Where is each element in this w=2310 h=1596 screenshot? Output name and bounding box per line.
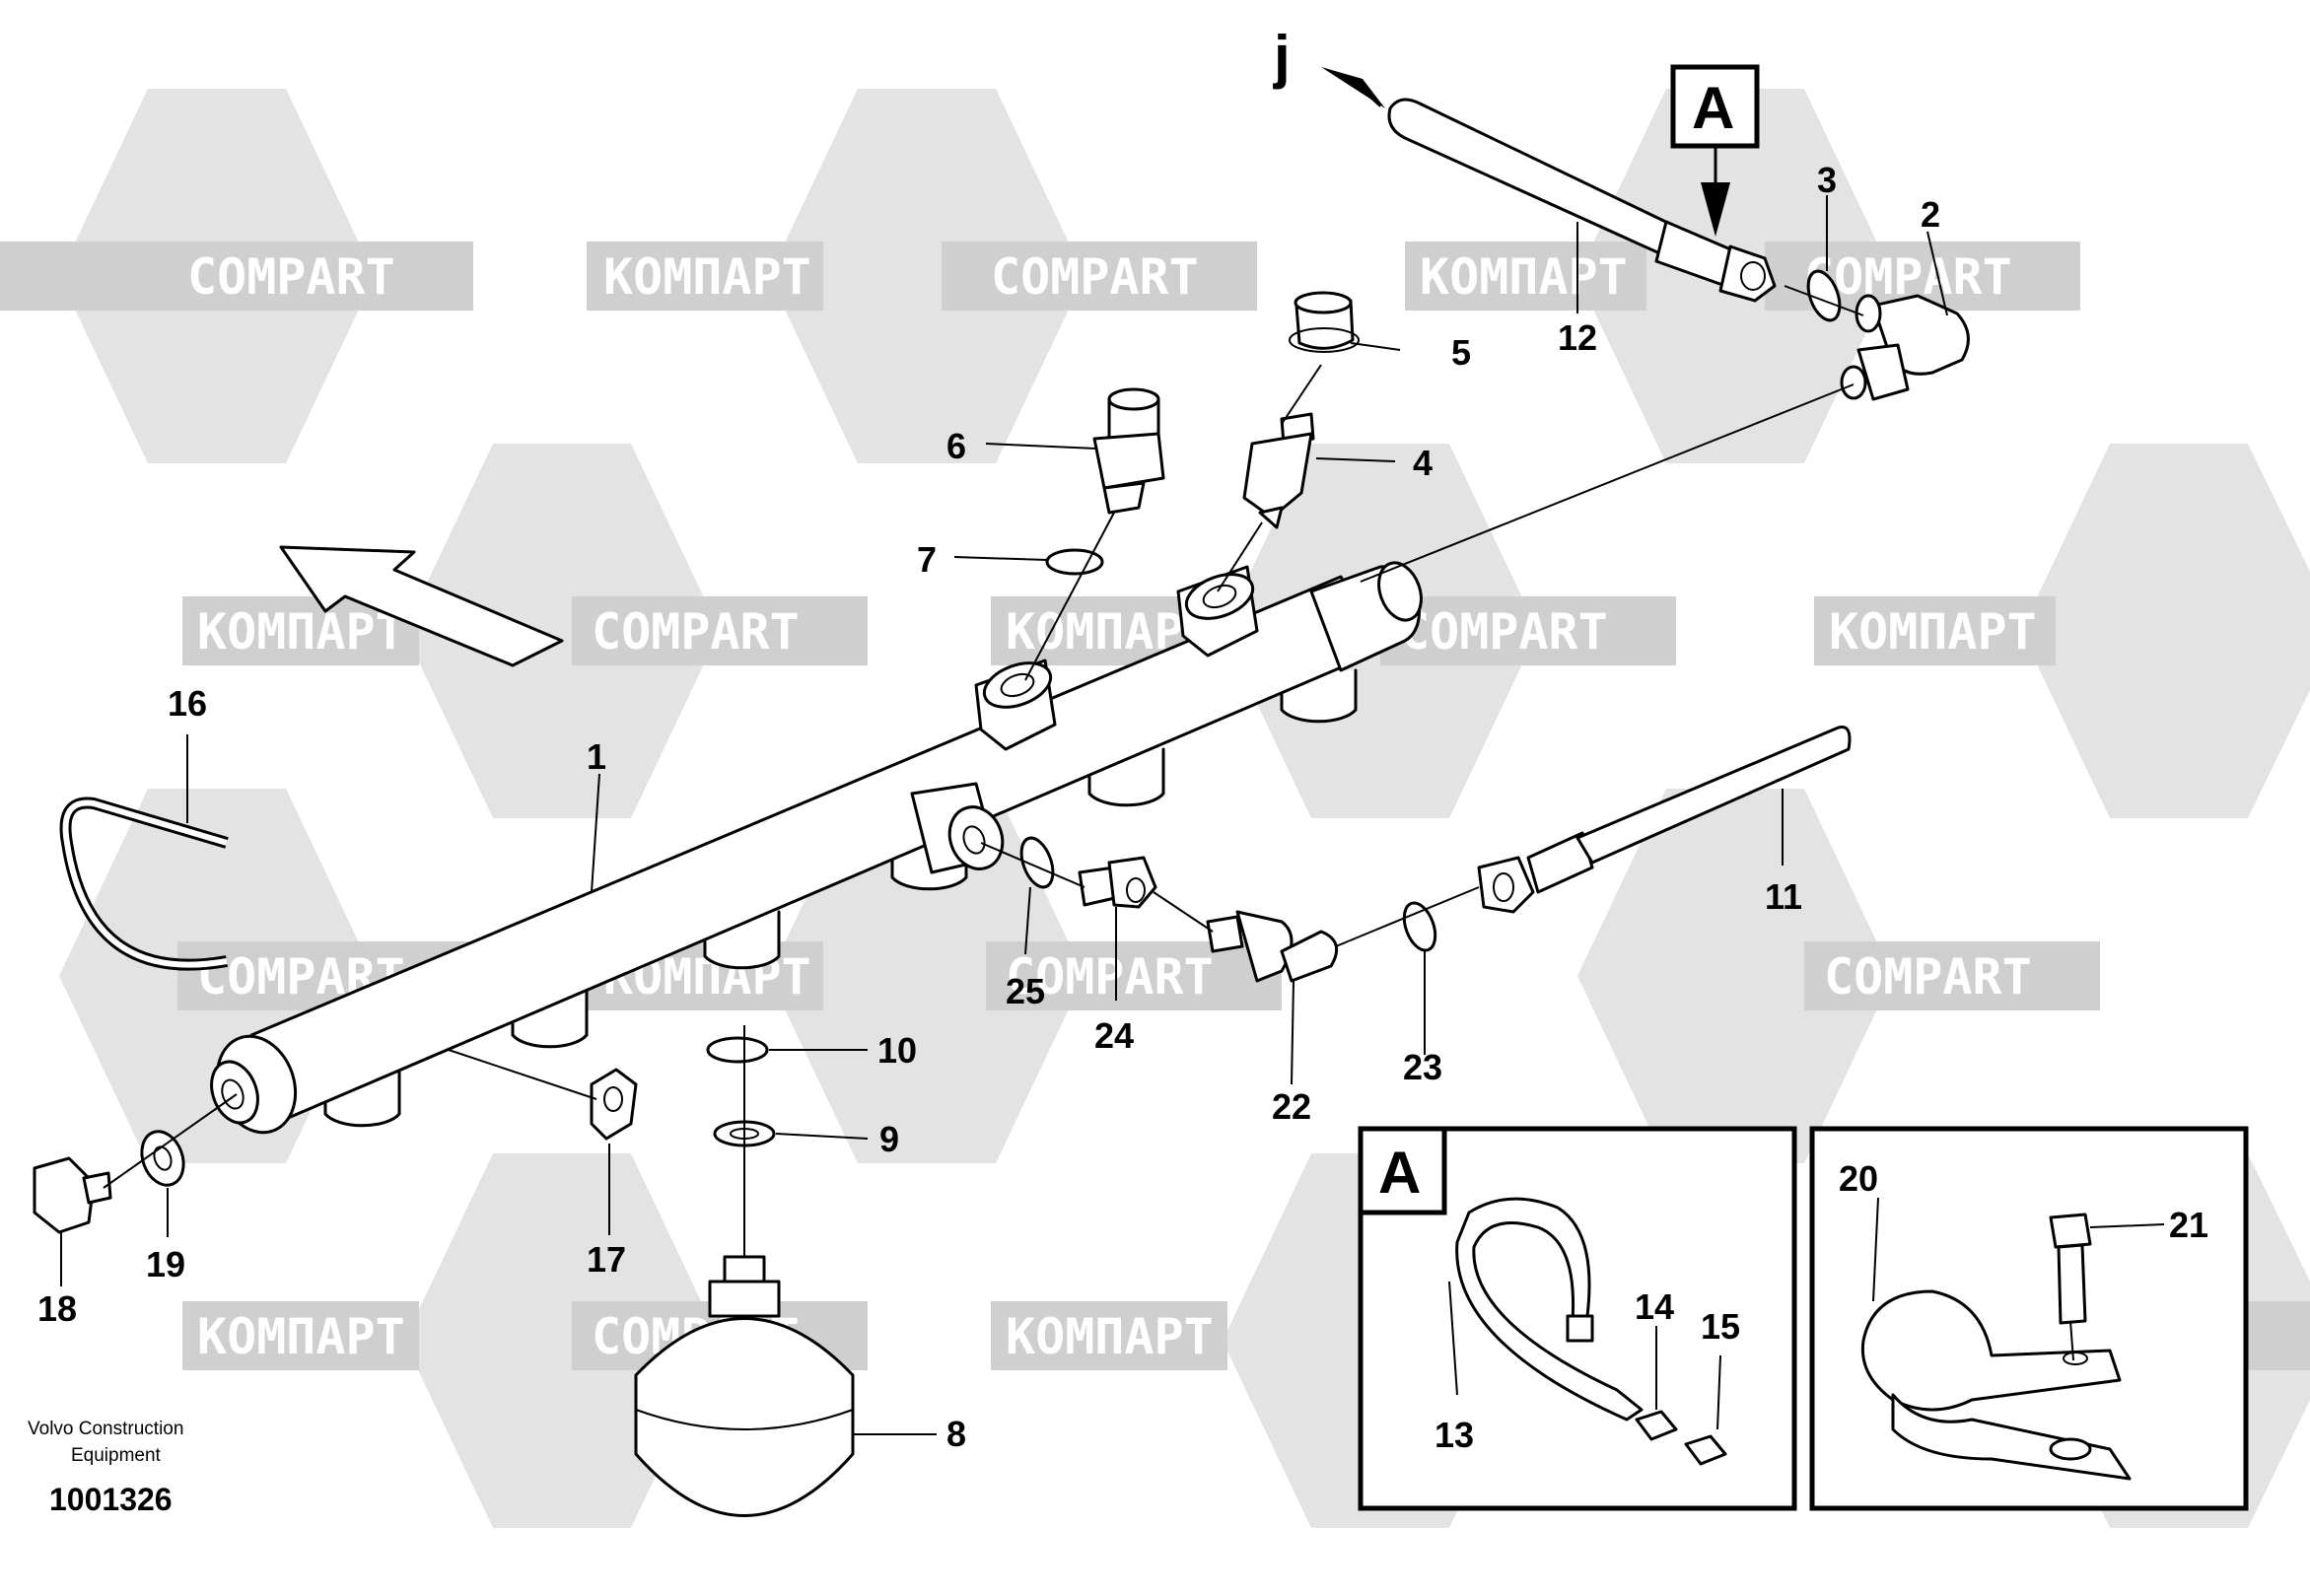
direction-arrow <box>279 545 564 667</box>
detail-box-a: A <box>1358 1126 1797 1511</box>
rail-end-cap <box>1377 561 1423 622</box>
watermark-text: COMPART <box>592 603 800 660</box>
o-ring-23 <box>1402 901 1437 952</box>
callout-1: 1 <box>587 736 606 777</box>
pipe-12 <box>1387 98 1777 303</box>
plug-18 <box>33 1156 112 1234</box>
watermark-tile: КОМПАРТ COMPART <box>587 89 1257 463</box>
callout-20: 20 <box>1839 1158 1878 1199</box>
rail-end-port <box>210 1060 259 1125</box>
callout-25: 25 <box>1006 971 1045 1011</box>
detail-box-clamp <box>1809 1126 2249 1511</box>
callout-12: 12 <box>1558 317 1597 358</box>
o-ring-7 <box>1045 548 1104 576</box>
bolt-21 <box>2049 1213 2092 1361</box>
watermark-tile: COMPART <box>1577 789 2100 1163</box>
cable-tie-13 <box>1455 1197 1644 1422</box>
watermark-text: КОМПАРТ <box>197 603 405 660</box>
accumulator-8 <box>634 1255 855 1517</box>
watermark-tile: COMPART <box>0 89 473 463</box>
callout-18: 18 <box>37 1288 77 1329</box>
watermark-text: КОМПАРТ <box>1006 1308 1214 1365</box>
callout-23: 23 <box>1403 1047 1442 1087</box>
protective-cap-5 <box>1289 291 1360 353</box>
callout-13: 13 <box>1435 1415 1474 1455</box>
watermark-text: COMPART <box>991 248 1199 306</box>
seal-ring-3 <box>1806 269 1842 322</box>
callout-3: 3 <box>1817 160 1837 200</box>
hose-clamp-20 <box>1860 1289 2132 1481</box>
assembly-lines <box>103 285 1864 1257</box>
pipe-11 <box>1477 726 1852 914</box>
watermark-text: КОМПАРТ <box>603 248 811 306</box>
clip-14 <box>1635 1410 1678 1441</box>
callout-9: 9 <box>879 1119 899 1159</box>
callout-19: 19 <box>146 1244 185 1284</box>
watermark-text: COMPART <box>1400 603 1608 660</box>
watermark-text: COMPART <box>187 248 395 306</box>
callout-24: 24 <box>1094 1015 1134 1056</box>
callout-labels: 1 2 3 4 5 6 7 8 9 10 11 12 13 14 15 16 1… <box>37 160 2208 1455</box>
nut-17 <box>590 1068 638 1141</box>
callout-17: 17 <box>587 1239 626 1280</box>
callout-6: 6 <box>946 426 966 466</box>
caption-line-2: Equipment <box>71 1445 162 1466</box>
callout-7: 7 <box>917 539 937 580</box>
watermark-text: COMPART <box>1824 948 2032 1006</box>
callout-15: 15 <box>1701 1306 1740 1347</box>
watermark-tile: КОМПАРТ <box>1814 444 2310 818</box>
drawing-number: 1001326 <box>49 1482 173 1517</box>
o-ring-25 <box>1019 836 1055 889</box>
caption-line-1: Volvo Construction <box>28 1419 183 1439</box>
callout-8: 8 <box>946 1414 966 1454</box>
callout-14: 14 <box>1635 1286 1674 1327</box>
detail-marker-a: A <box>1670 64 1760 237</box>
watermark-text: КОМПАРТ <box>1829 603 2037 660</box>
callout-5: 5 <box>1451 332 1471 373</box>
detail-box-a-label: A <box>1378 1140 1421 1206</box>
washer-19 <box>140 1130 185 1187</box>
watermark-text: КОМПАРТ <box>197 1308 405 1365</box>
callout-10: 10 <box>877 1030 917 1071</box>
callout-11: 11 <box>1765 876 1802 917</box>
elbow-fitting-2 <box>1840 294 1970 401</box>
elbow-connector-22 <box>1206 910 1339 983</box>
watermark-text: КОМПАРТ <box>1420 248 1628 306</box>
callout-16: 16 <box>168 683 207 724</box>
callout-2: 2 <box>1921 194 1940 235</box>
pressure-sensor-6 <box>1092 387 1165 515</box>
adapter-24 <box>1078 856 1157 909</box>
detail-marker-a-label: A <box>1692 75 1734 141</box>
pressure-valve-4 <box>1242 412 1315 529</box>
callout-21: 21 <box>2169 1205 2208 1245</box>
watermark-text: COMPART <box>1006 948 1214 1006</box>
o-ring-10 <box>706 1036 769 1064</box>
callout-4: 4 <box>1413 443 1433 483</box>
callout-22: 22 <box>1272 1086 1311 1127</box>
leader-lines <box>60 195 2165 1435</box>
arrow-marker-head <box>1321 67 1385 108</box>
arrow-marker-label: j <box>1273 24 1291 90</box>
clip-15 <box>1684 1434 1727 1466</box>
fuel-rail <box>210 561 1423 1135</box>
